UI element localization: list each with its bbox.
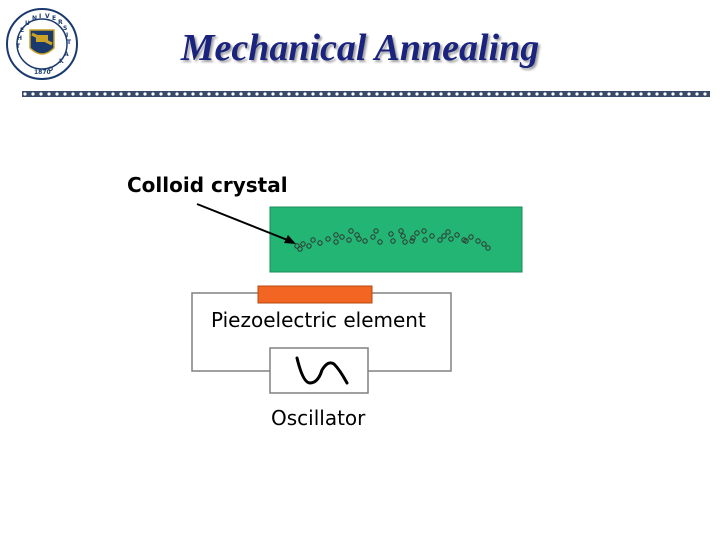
- colloid-particle: [429, 233, 435, 239]
- colloid-particle: [297, 246, 303, 252]
- colloid-particle: [294, 243, 300, 249]
- colloid-particle: [300, 241, 306, 247]
- colloid-particle: [356, 236, 362, 242]
- colloid-particle: [317, 240, 323, 246]
- colloid-particle: [410, 235, 416, 241]
- svg-text:A: A: [64, 51, 69, 58]
- colloid-particle: [468, 234, 474, 240]
- colloid-crystal-label: Colloid crystal: [127, 173, 288, 197]
- oscillator-label: Oscillator: [271, 406, 366, 430]
- colloid-particle: [310, 237, 316, 243]
- svg-text:S: S: [63, 25, 67, 32]
- piezoelectric-element-label: Piezoelectric element: [211, 308, 426, 332]
- piezoelectric-element: [257, 285, 373, 304]
- colloid-particle: [388, 231, 394, 237]
- colloid-particle: [485, 245, 491, 251]
- svg-text:E: E: [52, 15, 56, 22]
- colloid-particle: [445, 229, 451, 235]
- colloid-particle: [339, 234, 345, 240]
- colloid-particle: [448, 236, 454, 242]
- title-underline-divider: [22, 91, 710, 97]
- colloid-particle: [373, 228, 379, 234]
- colloid-particle: [481, 241, 487, 247]
- colloid-particle: [402, 239, 408, 245]
- colloid-particle: [463, 238, 469, 244]
- svg-text:E: E: [20, 27, 24, 34]
- svg-text:V: V: [45, 13, 50, 20]
- svg-text:I: I: [66, 32, 68, 39]
- colloid-particle: [348, 228, 354, 234]
- svg-text:R: R: [58, 19, 63, 26]
- pointer-arrowhead: [284, 235, 296, 244]
- colloid-particle: [414, 230, 420, 236]
- colloid-particle: [377, 239, 383, 245]
- colloid-particle: [362, 238, 368, 244]
- colloid-particle: [325, 236, 331, 242]
- colloid-particle: [370, 234, 376, 240]
- colloid-particle: [441, 233, 447, 239]
- svg-text:N: N: [32, 15, 37, 22]
- svg-text:U: U: [25, 20, 30, 27]
- circuit-wires: [191, 292, 452, 372]
- colloid-particle: [475, 238, 481, 244]
- colloid-particle: [333, 239, 339, 245]
- svg-text:T: T: [67, 39, 72, 46]
- waveform-icon: [295, 356, 349, 385]
- colloid-particles: [294, 228, 491, 252]
- colloid-particle: [409, 238, 415, 244]
- colloid-particle: [306, 243, 312, 249]
- colloid-particle: [437, 237, 443, 243]
- svg-text:I: I: [39, 13, 41, 20]
- colloid-particle: [454, 232, 460, 238]
- oscillator-box: [269, 347, 369, 394]
- svg-text:T: T: [16, 43, 21, 50]
- svg-text:1870: 1870: [34, 69, 51, 76]
- svg-text:O: O: [48, 66, 53, 73]
- colloid-crystal-cell: [269, 206, 523, 273]
- colloid-particle: [421, 228, 427, 234]
- colloid-particle: [390, 238, 396, 244]
- colloid-particle: [422, 237, 428, 243]
- svg-text:K: K: [59, 58, 64, 65]
- svg-text:H: H: [17, 35, 22, 42]
- colloid-particle: [400, 233, 406, 239]
- colloid-particle: [398, 228, 404, 234]
- slide-title: Mechanical Annealing: [180, 27, 540, 69]
- pointer-arrow: [196, 203, 291, 242]
- colloid-particle: [333, 232, 339, 238]
- colloid-particle: [346, 237, 352, 243]
